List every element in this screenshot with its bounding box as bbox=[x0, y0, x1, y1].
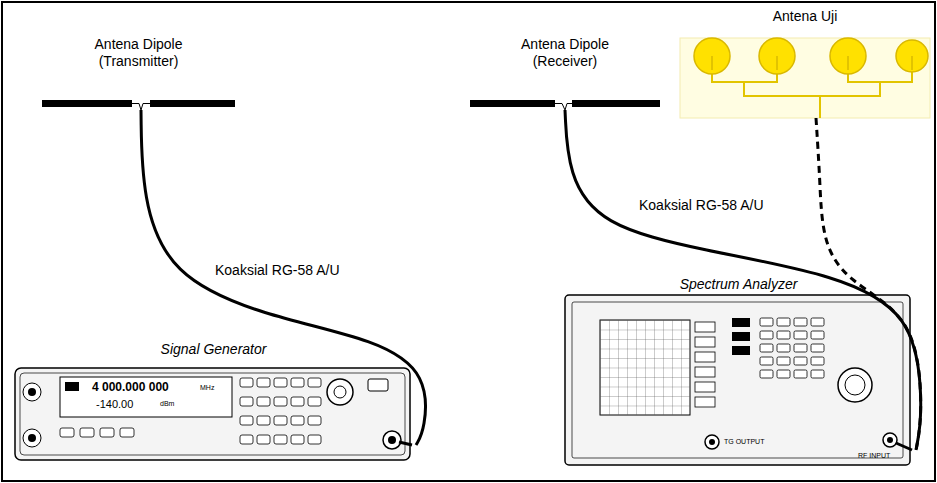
panel-readout: RF INPUT bbox=[858, 452, 890, 460]
node-heading: Signal Generator bbox=[11, 341, 416, 358]
coaxial-cable bbox=[816, 118, 921, 450]
dipole-antenna: Antena Dipole (Transmitter) bbox=[40, 36, 237, 110]
node-heading: Antena Uji bbox=[676, 8, 934, 25]
panel-readout: MHz bbox=[200, 384, 214, 392]
panel-readout: TG OUTPUT bbox=[724, 438, 764, 446]
cable-label: Koaksial RG-58 A/U bbox=[213, 262, 342, 279]
signal-generator-drawing bbox=[15, 368, 412, 460]
node-heading: Spectrum Analyzer bbox=[561, 276, 916, 293]
spectrum-analyzer-drawing bbox=[565, 295, 912, 465]
panel-readout: -140.00 bbox=[96, 398, 133, 410]
test-antenna: Antena Uji bbox=[676, 8, 934, 118]
signal-generator: Signal Generator bbox=[11, 341, 416, 465]
coaxial-cable bbox=[141, 110, 425, 445]
panel-readout: 4 000.000 000 bbox=[92, 381, 169, 394]
panel-readout: dBm bbox=[160, 400, 174, 408]
node-heading: Antena Dipole (Receiver) bbox=[510, 36, 620, 70]
dipole-receiver bbox=[470, 100, 660, 110]
dipole-transmitter bbox=[42, 100, 235, 110]
cable-label: Koaksial RG-58 A/U bbox=[637, 197, 766, 214]
patch-array-antenna bbox=[680, 38, 930, 118]
dipole-antenna: Antena Dipole (Receiver) bbox=[467, 36, 663, 110]
node-heading: Antena Dipole (Transmitter) bbox=[84, 36, 194, 70]
